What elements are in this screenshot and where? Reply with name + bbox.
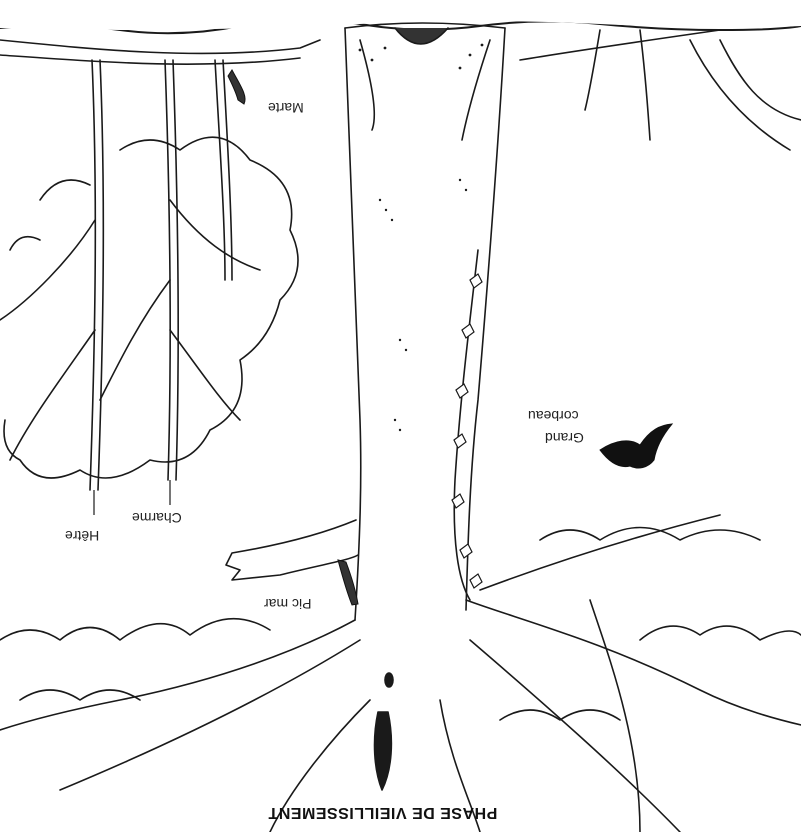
sapling-top-right [640, 30, 650, 140]
main-trunk-right [466, 28, 505, 610]
fallen-log-top-left [0, 40, 320, 53]
left-branch-5 [170, 330, 240, 420]
crown-branch-right-1 [466, 600, 801, 725]
trunk-base-shade [360, 40, 374, 130]
charme-trunk-2 [173, 60, 178, 480]
foliage-cloud-left-2 [20, 690, 140, 700]
fern-top-right-2 [720, 40, 801, 120]
pic-mar-icon [338, 560, 358, 605]
foliage-cloud-left [0, 619, 270, 640]
tree-cavity [375, 712, 392, 790]
hetre-trunk-2 [98, 60, 103, 490]
left-branch-1 [0, 220, 95, 320]
label-pic-mar: Pic mar [264, 596, 311, 612]
sapling-top-right-2 [585, 30, 600, 110]
diagram-title: PHASE DE VIEILLISSEMENT [268, 803, 497, 821]
left-branch-3 [170, 200, 260, 270]
foliage-cloud-right-2 [640, 626, 801, 640]
ivy-leaves [452, 274, 482, 588]
trunk-base-shade-2 [462, 40, 490, 140]
main-trunk-left [345, 28, 361, 620]
left-canopy-cloud-3 [10, 237, 40, 250]
fern-top-right [690, 40, 790, 150]
label-grand-corbeau-line1: Grand [545, 430, 584, 446]
label-grand-corbeau-line2: corbeau [528, 408, 579, 424]
crown-branch-right-2 [470, 640, 680, 832]
label-charme: Charme [132, 510, 182, 526]
knot-hole [385, 673, 393, 687]
hetre-trunk [90, 60, 95, 490]
crown-branch-right-4 [590, 600, 640, 832]
left-branch-2 [10, 330, 95, 460]
trunk-base-dark [395, 28, 448, 44]
label-marte: Marte [268, 100, 304, 116]
grand-corbeau-icon [600, 424, 672, 468]
trunk-base-texture [345, 23, 505, 28]
left-branch-4 [100, 280, 170, 400]
broken-branch [226, 520, 358, 580]
left-canopy-cloud-2 [40, 180, 90, 200]
marte-icon [228, 70, 245, 104]
charme-trunk [165, 60, 170, 480]
branch-top-right [520, 30, 720, 60]
fallen-log-top-left-2 [0, 55, 300, 64]
crown-branch-right-3 [480, 515, 720, 590]
ground-fill [0, 0, 801, 30]
label-hetre: Hêtre [65, 528, 99, 544]
crown-branch-left-2 [60, 640, 360, 790]
